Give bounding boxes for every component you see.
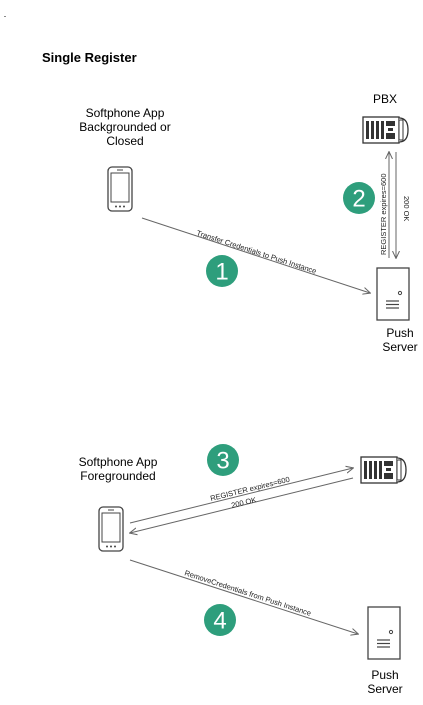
- step-3-badge: [207, 444, 239, 476]
- bottom-push-server-caption: Push Server: [367, 668, 403, 696]
- bottom-register-arrow: [129, 468, 353, 524]
- bottom-push-server-icon: [367, 606, 401, 660]
- bottom-phone-icon: [98, 506, 124, 552]
- page-title: Single Register: [42, 50, 137, 65]
- step-4-number: 4: [213, 608, 226, 635]
- bottom-ok-arrow: [130, 477, 354, 533]
- corner-dot: [4, 16, 6, 17]
- bottom-softphone-caption: Softphone App Foregrounded: [78, 455, 158, 483]
- step-2-badge: [343, 182, 375, 214]
- remove-credentials-arrow: [129, 559, 358, 634]
- bottom-pbx-icon: [360, 456, 407, 484]
- top-pbx-icon: [362, 116, 409, 144]
- top-push-server-caption: Push Server: [382, 326, 418, 354]
- remove-credentials-label: RemoveCredentials from Push Instance: [183, 568, 312, 618]
- top-push-server-icon: [376, 267, 410, 321]
- step-2-number: 2: [352, 186, 365, 213]
- top-softphone-caption: Softphone App Backgrounded or Closed: [79, 106, 171, 148]
- top-register-label: REGISTER expires=600: [379, 174, 388, 256]
- transfer-arrow: [141, 217, 370, 293]
- step-1-number: 1: [215, 259, 228, 286]
- step-4-badge: [204, 604, 236, 636]
- top-phone-icon: [107, 166, 133, 212]
- step-1-badge: [206, 255, 238, 287]
- top-ok-label: 200 OK: [402, 196, 411, 221]
- pbx-label: PBX: [372, 92, 397, 106]
- step-3-number: 3: [216, 448, 229, 475]
